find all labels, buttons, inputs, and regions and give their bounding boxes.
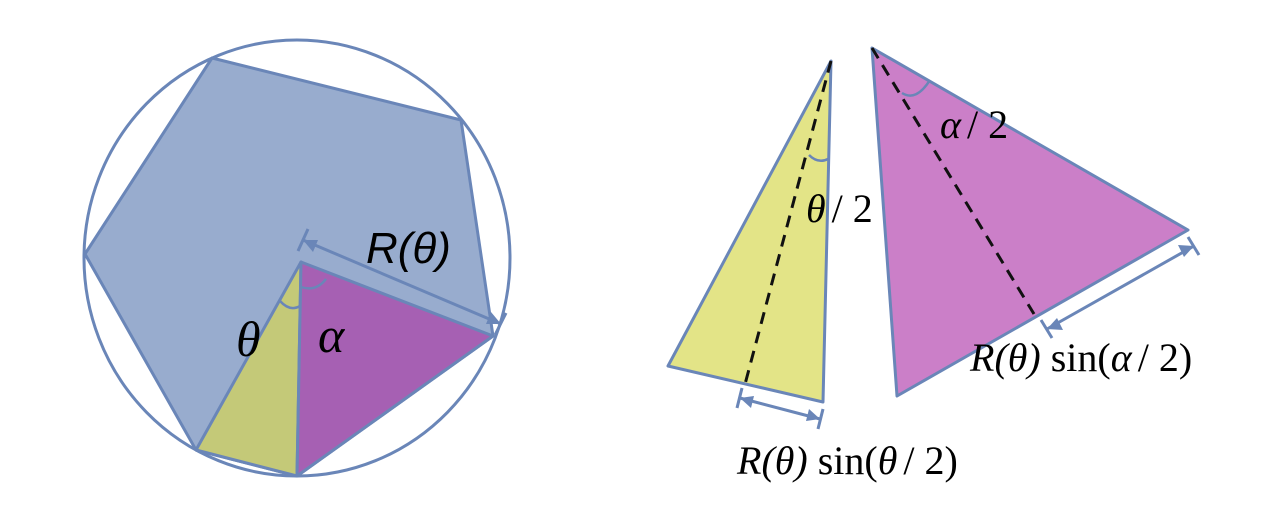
- alpha-formula-sym: α: [1111, 335, 1133, 380]
- half-theta-rest: / 2: [832, 186, 873, 231]
- alpha-formula-R: R: [969, 335, 994, 380]
- half-theta-arc: [808, 154, 829, 163]
- half-theta-label: θ/ 2: [806, 186, 873, 231]
- theta-formula-label: R(θ)sin(θ/ 2): [736, 438, 958, 483]
- alpha-bisector: [870, 47, 1036, 315]
- alpha-formula-label: R(θ)sin(α/ 2): [969, 335, 1192, 380]
- alpha-formula-sin: sin(: [1051, 335, 1111, 380]
- right-figure: θ/ 2 α/ 2 R(θ)sin(θ/ 2) R(θ)sin(α/ 2): [666, 46, 1201, 483]
- alpha-angle-arc: [300, 278, 327, 290]
- theta-angle-arc: [279, 300, 301, 310]
- half-theta-symbol: θ: [806, 186, 826, 231]
- left-figure: R(θ) θ α: [82, 38, 512, 478]
- theta-formula-sym: θ: [878, 438, 898, 483]
- theta-label: θ: [236, 311, 261, 367]
- radius-dimension: [296, 228, 508, 336]
- half-alpha-rest: / 2: [967, 102, 1008, 147]
- half-alpha-arc: [901, 79, 932, 97]
- alpha-triangle: [295, 260, 495, 478]
- theta-formula-tail: / 2): [903, 438, 957, 483]
- theta-formula-paren: (θ): [761, 438, 807, 483]
- theta-base-dimension: [735, 387, 825, 430]
- theta-bisector: [742, 60, 833, 389]
- alpha-formula-paren: (θ): [994, 335, 1040, 380]
- circumcircle: [82, 38, 512, 478]
- half-alpha-label: α/ 2: [940, 102, 1008, 147]
- alpha-formula-tail: / 2): [1138, 335, 1192, 380]
- half-alpha-symbol: α: [940, 102, 962, 147]
- alpha-base-dimension: [1039, 236, 1201, 339]
- half-theta-triangle: [666, 59, 833, 404]
- theta-formula-R: R: [736, 438, 761, 483]
- alpha-label: α: [318, 307, 346, 363]
- radius-label: R(θ): [366, 224, 451, 273]
- theta-formula-sin: sin(: [818, 438, 878, 483]
- half-alpha-triangle: [870, 46, 1190, 398]
